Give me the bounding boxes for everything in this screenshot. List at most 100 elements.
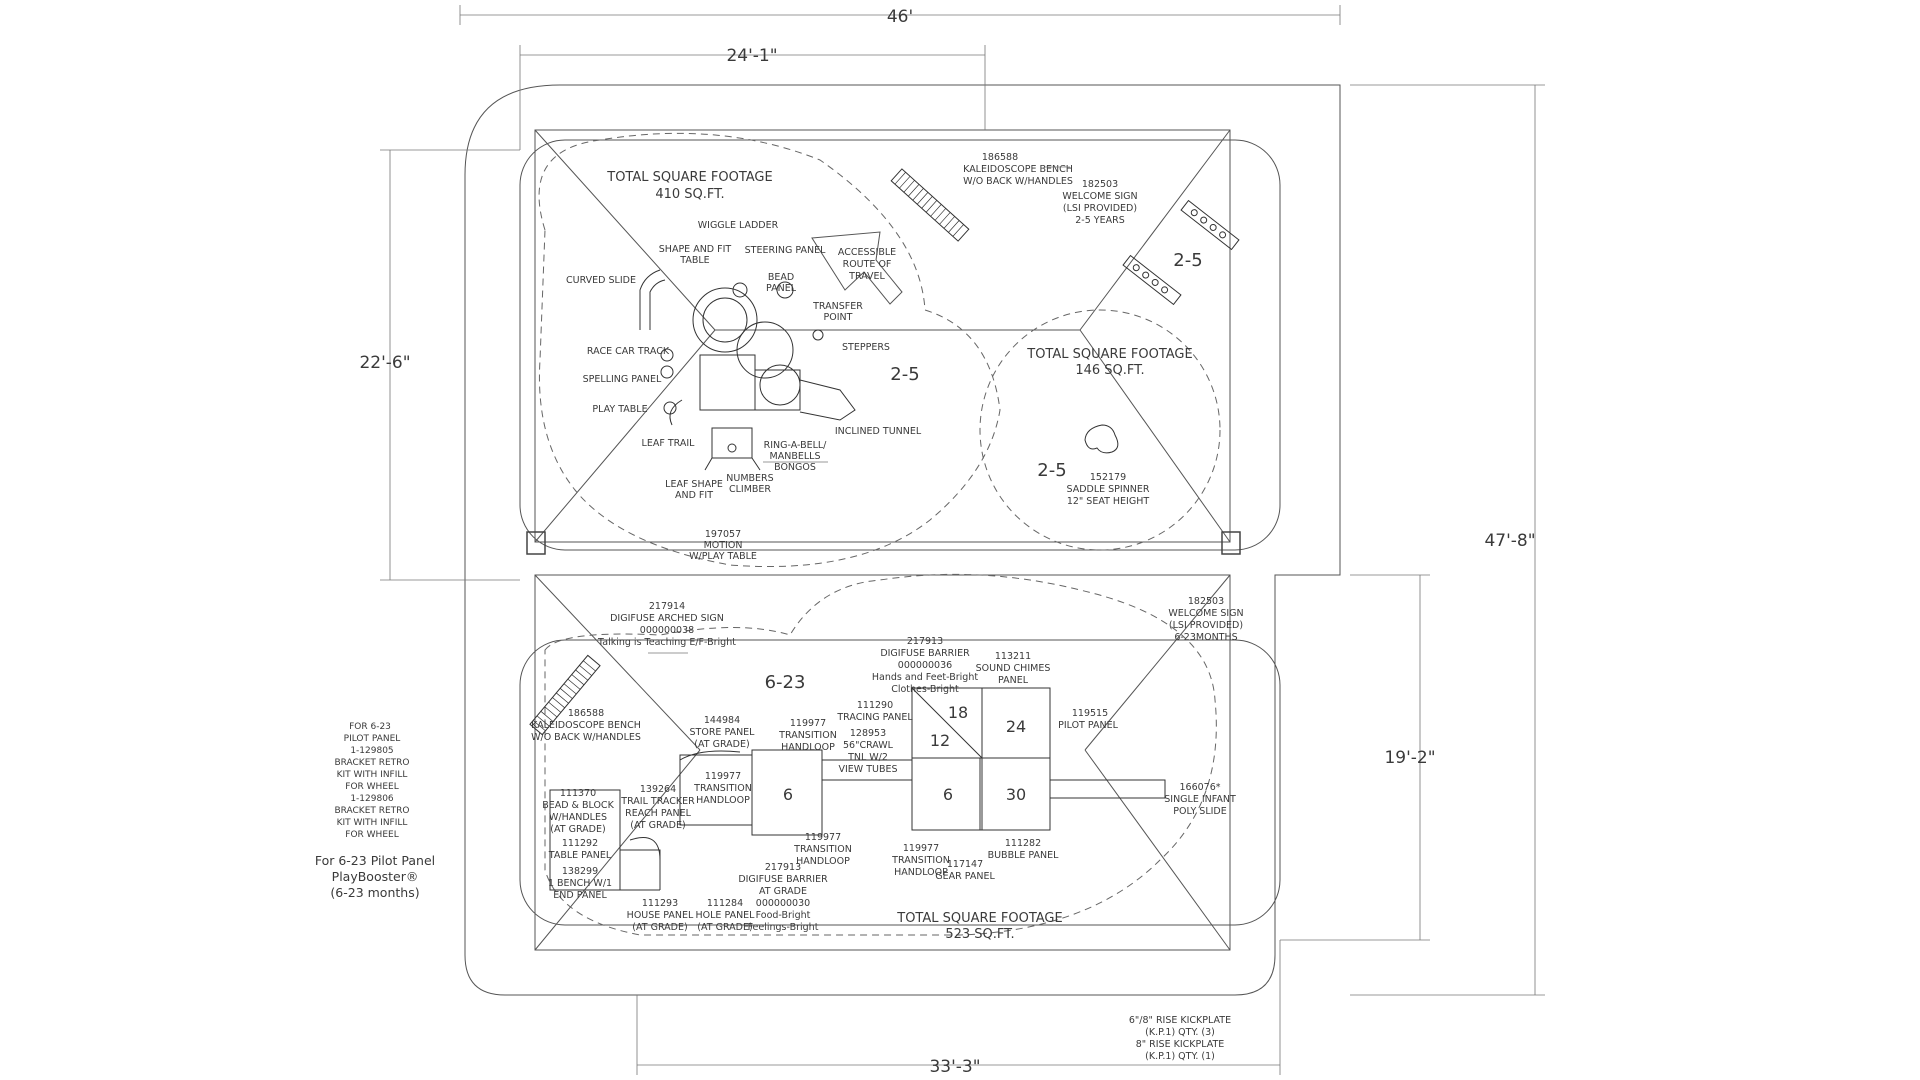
accessible-route-line3: TRAVEL (848, 271, 885, 282)
kaleidoscope-bench-upper-name: KALEIDOSCOPE BENCH (963, 164, 1073, 175)
side-note-line2: PILOT PANEL (344, 734, 401, 744)
transfer-point-label-1: TRANSFER (812, 301, 863, 312)
barrier-text-1: Hands and Feet-Bright (872, 672, 978, 683)
tracing-panel-id: 111290 (857, 700, 893, 711)
trail-tracker-grade: (AT GRADE) (630, 820, 685, 831)
upper-zone-labels: TOTAL SQUARE FOOTAGE 410 SQ.FT. 2-5 1865… (566, 152, 1203, 562)
structure-upper (639, 269, 856, 471)
ring-a-bell-label-3: BONGOS (774, 462, 816, 473)
bead-block-name: BEAD & BLOCK (542, 800, 614, 811)
bubble-panel-name: BUBBLE PANEL (988, 850, 1060, 861)
house-panel-grade: (AT GRADE) (632, 922, 687, 933)
transition-2-type: HANDLOOP (696, 795, 750, 806)
dim-lower-width: 33'-3" (929, 1057, 980, 1077)
right-age-label: 2-5 (1037, 460, 1066, 481)
right-sqft-line2: 146 SQ.FT. (1075, 363, 1144, 378)
numbers-climber-label-2: CLIMBER (729, 484, 771, 495)
barrier-text-2: Clothes-Bright (891, 684, 959, 695)
equipment-frame (526, 129, 1241, 951)
crawl-tunnel-size: 56"CRAWL (843, 740, 894, 751)
side-note-line9: KIT WITH INFILL (337, 818, 408, 828)
dim-overall-width: 46' (887, 7, 913, 27)
kickplate-line2: (K.P.1) QTY. (3) (1145, 1027, 1215, 1038)
welcome-sign-upper-id: 182503 (1082, 179, 1118, 190)
side-note-line8: BRACKET RETRO (334, 806, 409, 816)
accessible-route-line2: ROUTE OF (843, 259, 892, 270)
safety-surface-outline (464, 84, 1341, 996)
right-sqft-line1: TOTAL SQUARE FOOTAGE (1026, 347, 1192, 362)
dim-overall-height: 47'-8" (1484, 531, 1535, 551)
transition-3-type: HANDLOOP (796, 856, 850, 867)
saddle-spinner-id: 152179 (1090, 472, 1126, 483)
gear-panel-id: 117147 (947, 859, 983, 870)
dim-upper-height: 22'-6" (359, 353, 410, 373)
welcome-sign-lower-age: 6-23MONTHS (1174, 632, 1237, 643)
ring-a-bell-label-1: RING-A-BELL/ (764, 440, 828, 451)
shape-fit-label-2: TABLE (679, 255, 709, 266)
motion-label-1: 197057 (705, 529, 741, 540)
kickplate-line3: 8" RISE KICKPLATE (1136, 1039, 1225, 1050)
deck-height-24: 24 (1006, 717, 1026, 736)
hole-panel-id: 111284 (707, 898, 743, 909)
upper-sqft-line1: TOTAL SQUARE FOOTAGE (606, 170, 772, 185)
barrier-name: DIGIFUSE BARRIER (880, 648, 970, 659)
use-zone-boundaries (538, 132, 1221, 936)
side-note: FOR 6-23 PILOT PANEL 1-129805 BRACKET RE… (315, 722, 435, 900)
barrier-b-text-1: Food-Bright (756, 910, 811, 921)
side-note-line1: FOR 6-23 (349, 722, 391, 732)
sound-chimes-name: SOUND CHIMES (976, 663, 1051, 674)
transition-1-type: HANDLOOP (781, 742, 835, 753)
transition-4-id: 119977 (903, 843, 939, 854)
corner-age-label: 2-5 (1173, 250, 1202, 271)
arched-sign-code: 000000038 (640, 625, 694, 636)
kaleidoscope-bench-upper-id: 186588 (982, 152, 1018, 163)
kickplate-note: 6"/8" RISE KICKPLATE (K.P.1) QTY. (3) 8"… (1129, 1015, 1231, 1062)
saddle-spinner-height: 12" SEAT HEIGHT (1067, 496, 1150, 507)
inclined-tunnel-label: INCLINED TUNNEL (835, 426, 922, 437)
kaleidoscope-bench-upper-desc: W/O BACK W/HANDLES (963, 176, 1073, 187)
lower-sqft-line2: 523 SQ.FT. (945, 927, 1014, 942)
bead-block-id: 111370 (560, 788, 596, 799)
structure-lower (549, 687, 1166, 891)
sound-chimes-panel: PANEL (998, 675, 1029, 686)
table-panel-name: TABLE PANEL (548, 850, 612, 861)
hole-panel-name: HOLE PANEL (696, 910, 756, 921)
store-panel-grade: (AT GRADE) (694, 739, 749, 750)
bead-block-handles: W/HANDLES (549, 812, 607, 823)
transition-1-name: TRANSITION (778, 730, 837, 741)
side-note-line3: 1-129805 (350, 746, 393, 756)
transfer-point-label-2: POINT (824, 312, 853, 323)
product-line-2: PlayBooster® (332, 869, 419, 884)
kaleidoscope-bench-lower-desc: W/O BACK W/HANDLES (531, 732, 641, 743)
trail-tracker-name: TRAIL TRACKER (620, 796, 695, 807)
hole-panel-grade: (AT GRADE) (697, 922, 752, 933)
deck-height-18: 18 (948, 703, 968, 722)
bead-block-grade: (AT GRADE) (550, 824, 605, 835)
transition-3-name: TRANSITION (793, 844, 852, 855)
bubble-panel-id: 111282 (1005, 838, 1041, 849)
transition-4-name: TRANSITION (891, 855, 950, 866)
barrier-b-text-2: Feelings-Bright (748, 922, 819, 933)
saddle-spinner (1084, 424, 1119, 454)
accessible-route-arrow (811, 231, 903, 305)
steppers-upper-right (1122, 199, 1240, 306)
spelling-panel-label: SPELLING PANEL (583, 374, 662, 385)
pilot-panel-id: 119515 (1072, 708, 1108, 719)
welcome-sign-upper-name: WELCOME SIGN (1062, 191, 1137, 202)
gear-panel-name: GEAR PANEL (935, 871, 995, 882)
lower-zone-labels: 6-23 TOTAL SQUARE FOOTAGE 523 SQ.FT. 217… (531, 601, 1236, 942)
motion-label-2: MOTION (704, 540, 743, 551)
transition-2-id: 119977 (705, 771, 741, 782)
upper-sqft-line2: 410 SQ.FT. (655, 187, 724, 202)
welcome-sign-lower-name: WELCOME SIGN (1168, 608, 1243, 619)
motion-label-3: W/PLAY TABLE (689, 551, 757, 562)
dimension-labels: 46' 24'-1" 47'-8" 22'-6" 19'-2" 33'-3" (359, 7, 1535, 1077)
barrier-b-code: 000000030 (756, 898, 810, 909)
pilot-panel-name: PILOT PANEL (1058, 720, 1119, 731)
ring-a-bell-label-2: MANBELLS (770, 451, 821, 462)
transition-4-type: HANDLOOP (894, 867, 948, 878)
store-panel-name: STORE PANEL (690, 727, 756, 738)
numbers-climber-label-1: NUMBERS (726, 473, 773, 484)
bead-panel-label-1: BEAD (768, 272, 794, 283)
